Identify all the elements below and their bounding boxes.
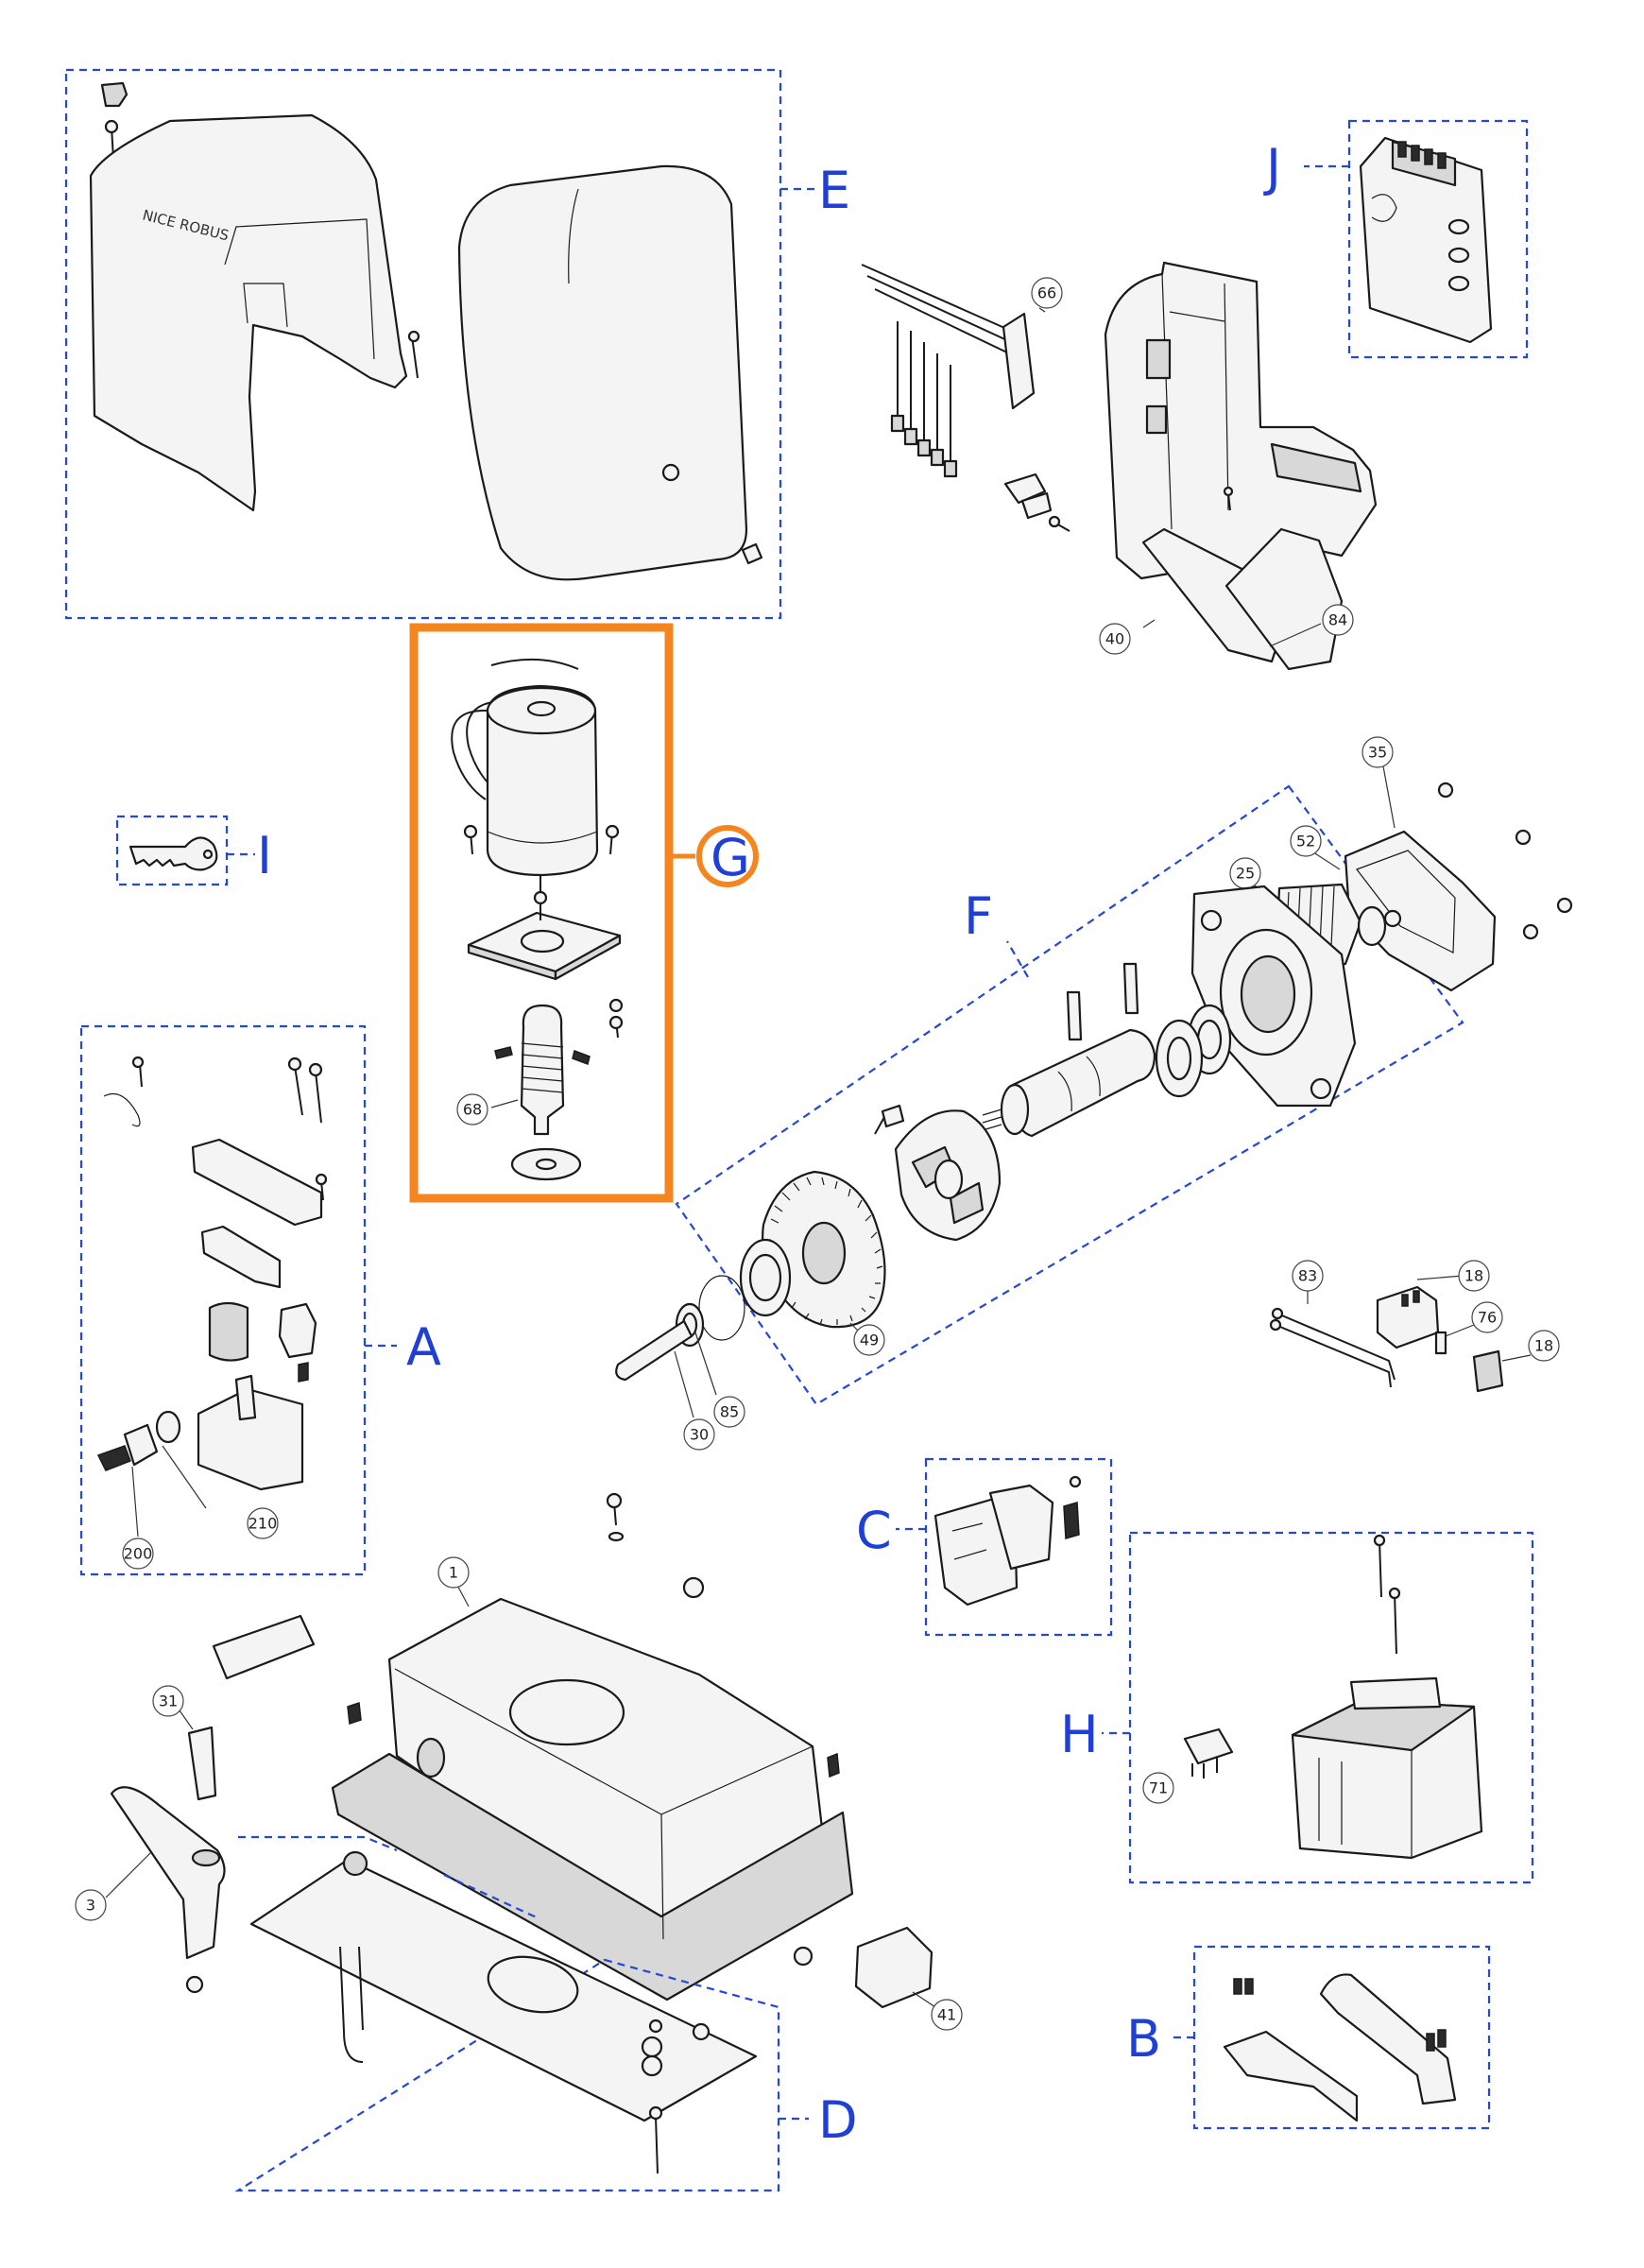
callout-52: 52: [1296, 833, 1315, 850]
group-h[interactable]: H 71: [1060, 1531, 1534, 1884]
callout-18-b: 18: [1534, 1337, 1553, 1355]
clamp-left: [1223, 2030, 1359, 2122]
worm-shaft: [520, 1004, 565, 1136]
motor-body: [486, 684, 599, 877]
callout-35: 35: [1368, 744, 1387, 762]
group-g-highlight-box: [409, 623, 674, 1203]
key: [128, 836, 218, 871]
group-e-label: E: [818, 161, 850, 220]
callout-18-a: 18: [1464, 1267, 1483, 1285]
callout-1: 1: [449, 1564, 458, 1582]
group-j[interactable]: J: [1263, 119, 1529, 359]
lid-84: [1224, 527, 1344, 671]
front-cover: [89, 113, 408, 512]
group-j-label: J: [1263, 138, 1281, 198]
output-shaft: [1011, 1028, 1156, 1138]
group-g[interactable]: G 68: [409, 623, 759, 1203]
group-c-box: [924, 1457, 1113, 1637]
pin-30: [615, 1319, 694, 1382]
callout-30: 30: [690, 1426, 709, 1444]
group-g-label: G: [711, 828, 750, 887]
main-base-housing: 1 41: [212, 1492, 963, 2031]
lever-3: [110, 1786, 226, 1960]
group-i-label: I: [257, 826, 272, 885]
callout-31: 31: [159, 1692, 178, 1710]
callout-49: 49: [860, 1332, 879, 1349]
connector-bracket-assembly: 40 84 66: [861, 261, 1378, 671]
limit-switch-parts: 83 18 76 18: [1269, 1260, 1560, 1393]
group-a-label: A: [406, 1317, 441, 1377]
group-c[interactable]: C: [856, 1457, 1113, 1637]
group-a[interactable]: A 210 200: [79, 1024, 441, 1576]
group-g-badge: [696, 825, 759, 887]
callout-71: 71: [1149, 1779, 1168, 1797]
callout-41: 41: [937, 2006, 956, 2024]
callout-66: 66: [1037, 284, 1056, 302]
callout-84: 84: [1328, 611, 1347, 629]
group-a-box: [79, 1024, 367, 1576]
pin-31: [187, 1726, 217, 1801]
clamp-right: [1319, 1973, 1457, 2105]
callout-25: 25: [1236, 865, 1255, 883]
group-i[interactable]: I: [115, 815, 272, 886]
group-h-label: H: [1060, 1705, 1099, 1764]
group-e-box: [64, 68, 782, 620]
callout-40: 40: [1105, 630, 1124, 648]
group-c-label: C: [856, 1501, 892, 1560]
release-lever: 31 3: [75, 1685, 226, 1994]
cap-41: [854, 1926, 933, 2009]
group-d[interactable]: D: [234, 1835, 858, 2192]
group-f-box: [675, 784, 1464, 1406]
rear-cover: [457, 164, 748, 581]
cap-plug: [100, 81, 128, 108]
group-b[interactable]: B: [1126, 1945, 1491, 2130]
group-e[interactable]: E NICE ROBUS: [64, 68, 850, 620]
group-i-box: [115, 815, 229, 886]
group-h-box: [1128, 1531, 1534, 1884]
block-left: [212, 1614, 316, 1680]
callout-68: 68: [463, 1101, 482, 1119]
group-d-box: [234, 1835, 780, 2192]
bridge-71: [1183, 1727, 1234, 1765]
group-j-box: [1347, 119, 1529, 359]
callout-85: 85: [720, 1403, 739, 1421]
callout-76: 76: [1478, 1309, 1497, 1327]
lock-cylinder: [123, 1423, 159, 1467]
group-f-label: F: [964, 886, 993, 946]
callout-210: 210: [248, 1515, 278, 1533]
group-f[interactable]: F 35 52 25: [615, 736, 1573, 1451]
group-b-label: B: [1126, 2009, 1161, 2069]
callout-3: 3: [86, 1897, 95, 1915]
group-d-label: D: [818, 2090, 858, 2150]
callout-200: 200: [124, 1545, 153, 1563]
callout-83: 83: [1298, 1267, 1317, 1285]
